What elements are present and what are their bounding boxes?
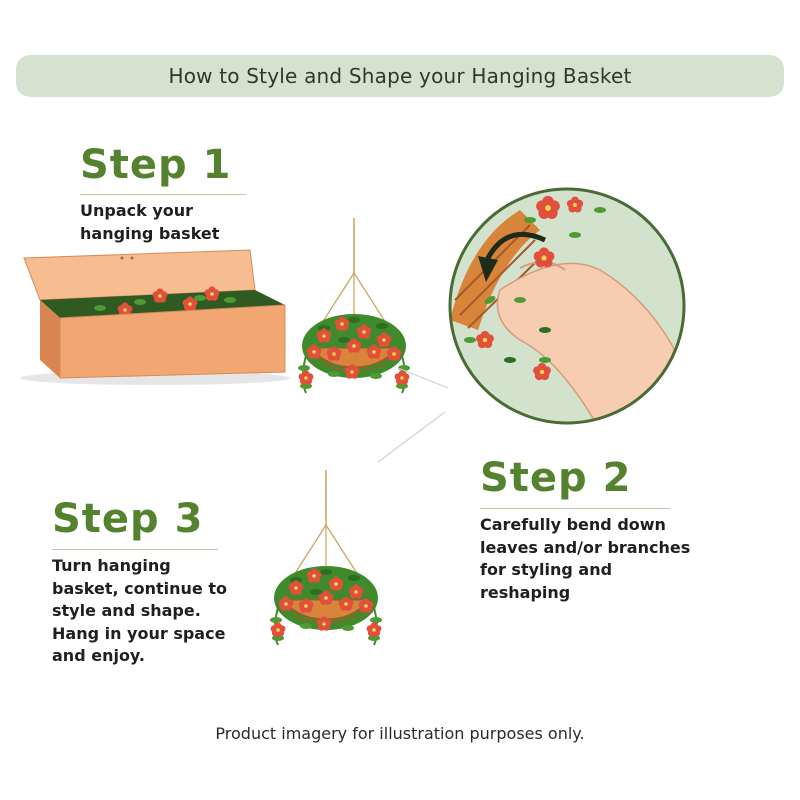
step-1-heading: Step 1: [80, 142, 232, 188]
step-3-line: basket, continue to: [52, 578, 227, 598]
step-2-heading: Step 2: [480, 455, 632, 501]
connector-line: [377, 411, 446, 463]
hanging-basket-icon: [270, 470, 382, 645]
step-1-rule: [80, 194, 246, 195]
step-3-line: style and shape.: [52, 601, 201, 620]
step-3-heading: Step 3: [52, 496, 204, 542]
step-2-description: Carefully bend down leaves and/or branch…: [480, 514, 690, 604]
step-3-rule: [52, 549, 218, 550]
step-2-line: for styling and: [480, 560, 613, 579]
hanging-basket-icon: [298, 218, 410, 393]
curved-arrow-icon: [478, 231, 547, 282]
title-banner: How to Style and Shape your Hanging Bask…: [16, 55, 784, 97]
step-2-line: leaves and/or branches: [480, 537, 691, 557]
step-3-line: and enjoy.: [52, 646, 145, 665]
step-2-line: Carefully bend down: [480, 515, 666, 534]
step-2-rule: [480, 508, 670, 509]
step-1-description: Unpack your hanging basket: [80, 200, 219, 245]
hand-bending-leaves-icon: [448, 187, 686, 425]
step-3-line: Turn hanging: [52, 556, 171, 575]
step-3-line: Hang in your space: [52, 623, 226, 643]
step-3-description: Turn hanging basket, continue to style a…: [52, 555, 227, 668]
disclaimer-text: Product imagery for illustration purpose…: [215, 724, 585, 743]
step-2-line: reshaping: [480, 582, 571, 602]
page-title: How to Style and Shape your Hanging Bask…: [168, 64, 632, 88]
step-1-line: hanging basket: [80, 223, 220, 243]
cardboard-box-icon: [20, 249, 290, 385]
step-1-line: Unpack your: [80, 201, 194, 220]
connector-line: [397, 367, 449, 389]
